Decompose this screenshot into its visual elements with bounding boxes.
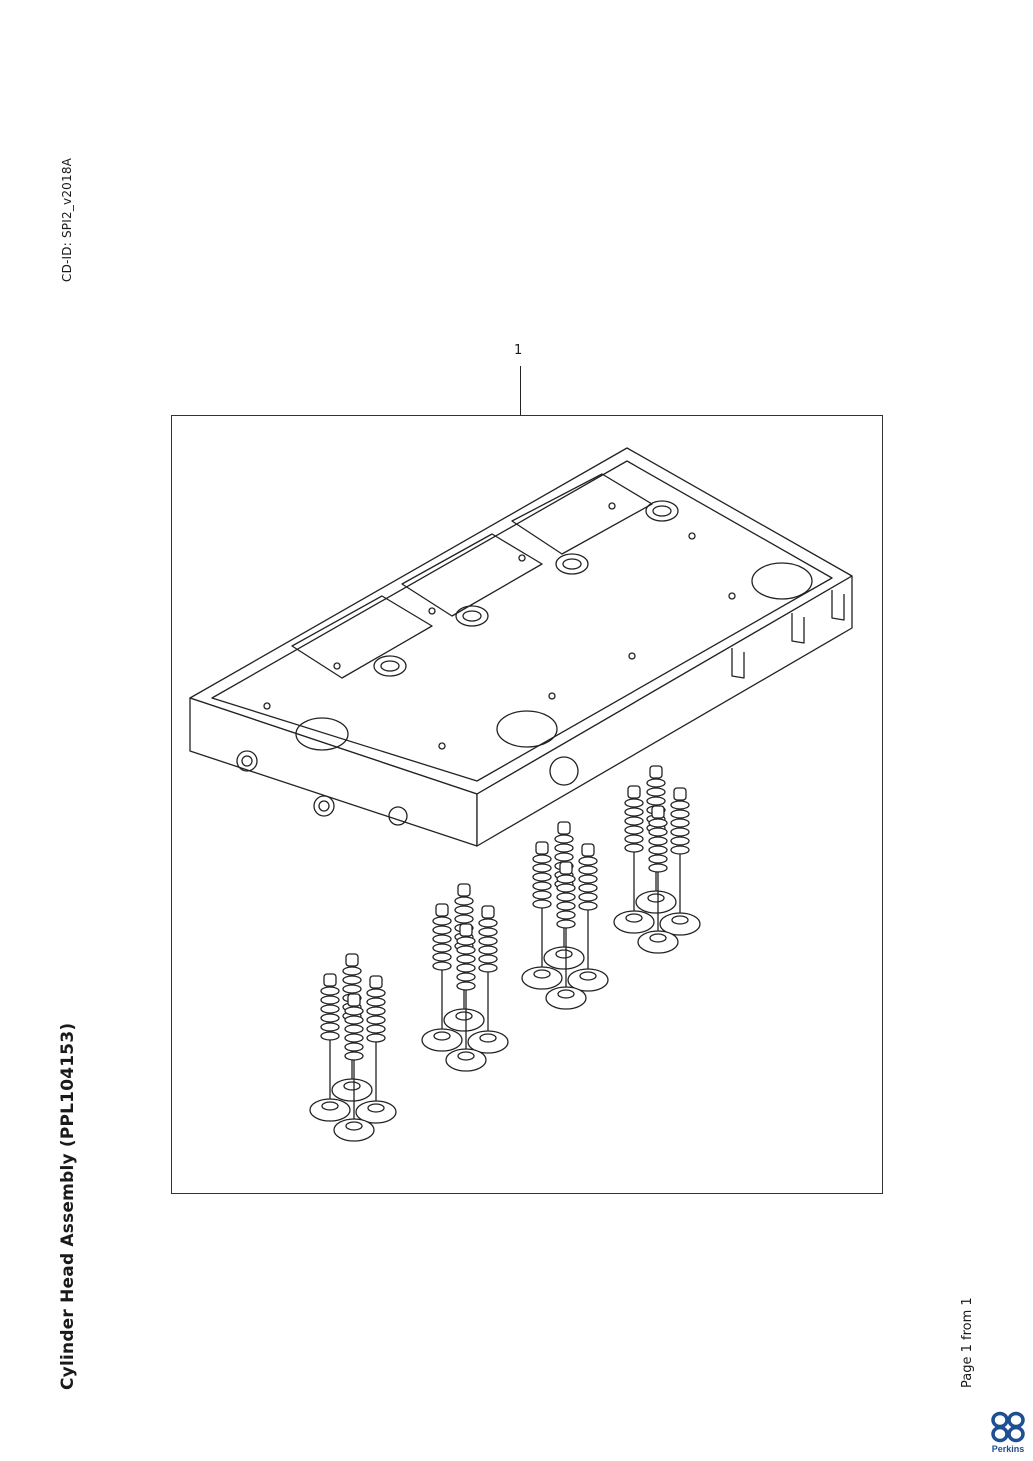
cylinder-head-illustration	[189, 447, 853, 1142]
valve-with-spring	[467, 905, 509, 1054]
valve-set	[309, 765, 701, 1142]
callout-leader-line	[520, 366, 521, 416]
valve-with-spring	[613, 785, 655, 934]
valve-with-spring	[355, 975, 397, 1124]
illustration-frame	[171, 415, 883, 1194]
logo-wordmark: Perkins	[991, 1444, 1025, 1454]
page-indicator: Page 1 from 1	[960, 1297, 975, 1388]
valve-with-spring	[445, 923, 487, 1072]
valve-with-spring	[333, 993, 375, 1142]
valve-with-spring	[637, 805, 679, 954]
perkins-logo-icon	[991, 1411, 1025, 1443]
valve-with-spring	[543, 821, 585, 970]
valve-with-spring	[567, 843, 609, 992]
valve-with-spring	[659, 787, 701, 936]
valve-with-spring	[309, 973, 351, 1122]
cd-id-label: CD-ID: SPI2_v2018A	[60, 157, 74, 282]
valve-with-spring	[545, 861, 587, 1010]
valve-with-spring	[443, 883, 485, 1032]
document-title: Cylinder Head Assembly (PPL104153)	[58, 1022, 78, 1390]
callout-number: 1	[514, 343, 523, 358]
cylinder-head-block	[189, 447, 853, 847]
valve-with-spring	[421, 903, 463, 1052]
perkins-logo: Perkins	[988, 1410, 1028, 1458]
valve-with-spring	[521, 841, 563, 990]
